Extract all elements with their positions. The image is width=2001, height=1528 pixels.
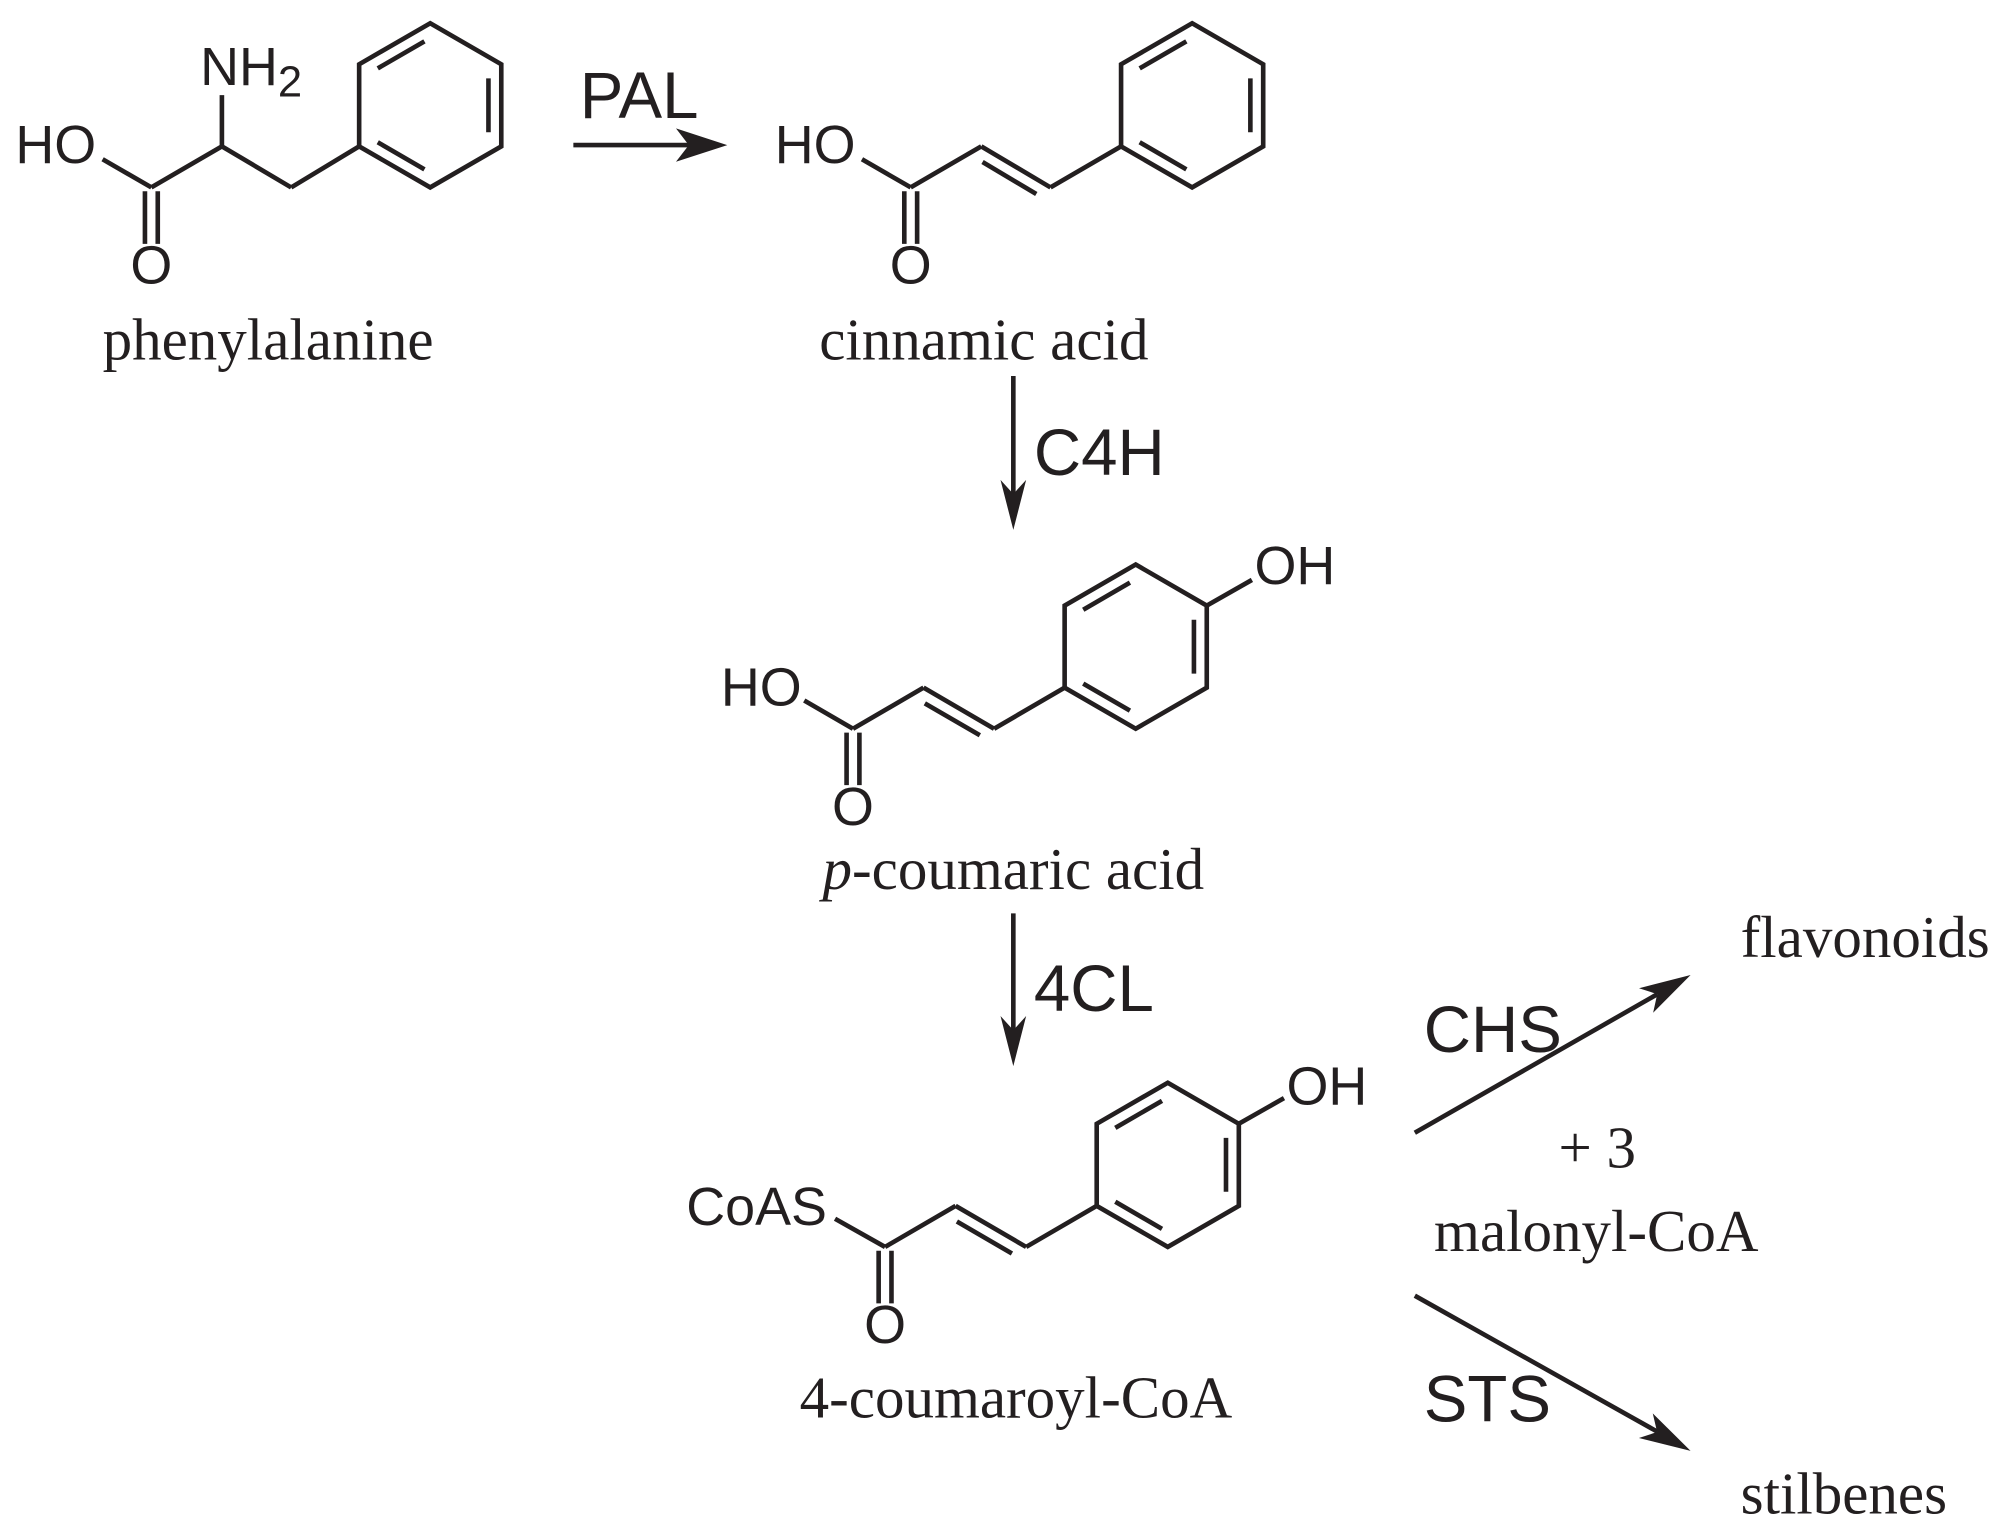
- alkene-double-bond-second: [955, 1219, 1014, 1256]
- reaction-arrow-sts: STS: [1413, 1293, 1691, 1451]
- compound-name-4-coumaroyl-coa: 4-coumaroyl-CoA: [800, 1365, 1233, 1431]
- cosubstrate-amount: + 3: [1558, 1114, 1636, 1180]
- arrowhead-icon: [1638, 1413, 1691, 1451]
- ring-outline: [1062, 561, 1210, 732]
- phenol-label: OH: [1254, 536, 1335, 596]
- enzyme-label-pal: PAL: [580, 59, 699, 132]
- reaction-arrow-chs: CHS: [1413, 975, 1691, 1135]
- hydroxyl-label: HO: [15, 115, 96, 175]
- bond-carboxyl-alpha: [909, 144, 983, 190]
- cosubstrate: + 3 malonyl-CoA: [1434, 1114, 1759, 1263]
- bond-o-c: [101, 157, 153, 190]
- compound-name-cinnamic-acid: cinnamic acid: [819, 306, 1148, 372]
- compound-name-phenylalanine: phenylalanine: [103, 306, 434, 372]
- alkene-double-bond-second: [923, 701, 982, 738]
- arrowhead-icon: [1639, 975, 1691, 1013]
- arrowhead-icon: [1000, 479, 1027, 530]
- bond-methylene-ring: [289, 144, 361, 190]
- thioester-coa-label: CoAS: [686, 1177, 827, 1237]
- bond-alpha-methylene: [220, 144, 293, 190]
- reaction-arrow-c4h: C4H: [1000, 375, 1165, 530]
- 4-coumaroyl-coa-structure: CoAS O OH 4-coumaroyl-CoA: [686, 1057, 1367, 1431]
- ring-inner-double-bond: [376, 140, 426, 172]
- ring-inner-double-bond: [1082, 681, 1132, 713]
- bond-alkene-ring: [1024, 1203, 1098, 1249]
- benzene-ring: [356, 20, 504, 191]
- ring-inner-double-bond: [1114, 1199, 1164, 1231]
- arrowhead-icon: [675, 128, 728, 162]
- amine-label: NH2: [200, 37, 302, 107]
- phenylalanine-structure: NH2 HO O phenylalanine: [15, 20, 504, 372]
- amine-label-nh: NH: [200, 37, 278, 97]
- carbonyl-oxygen-label: O: [130, 236, 172, 296]
- product-stilbenes: stilbenes: [1741, 1461, 1947, 1527]
- enzyme-label-c4h: C4H: [1034, 416, 1165, 489]
- bond-ring-phenol: [1237, 1096, 1286, 1126]
- bond-ring-phenol: [1205, 577, 1254, 608]
- alkene-double-bond-second: [981, 160, 1038, 196]
- ring-outline: [1094, 1080, 1242, 1250]
- compound-name-suffix: -coumaric acid: [852, 836, 1204, 902]
- benzene-ring: [1062, 561, 1210, 732]
- bond-carboxyl-alpha: [150, 144, 224, 190]
- phenol-label: OH: [1287, 1057, 1368, 1117]
- bond-alkene-ring: [992, 685, 1066, 731]
- arrow-shaft: [1413, 992, 1659, 1135]
- ring-outline: [356, 20, 504, 191]
- ring-outline: [1118, 20, 1266, 191]
- arrow-shaft: [1413, 1293, 1659, 1434]
- cosubstrate-name: malonyl-CoA: [1434, 1198, 1759, 1264]
- product-flavonoids: flavonoids: [1741, 904, 1990, 970]
- bond-o-c: [803, 698, 855, 731]
- carbonyl-oxygen-label: O: [864, 1295, 906, 1355]
- carbonyl-oxygen-label: O: [832, 777, 874, 837]
- carbonyl-oxygen-label: O: [890, 236, 932, 296]
- ring-inner-double-bond: [376, 39, 426, 71]
- enzyme-label-4cl: 4CL: [1034, 952, 1154, 1025]
- ring-inner-double-bond: [1138, 39, 1188, 71]
- enzyme-label-sts: STS: [1424, 1362, 1551, 1435]
- arrowhead-icon: [1000, 1016, 1027, 1067]
- alkene-double-bond-main: [980, 144, 1052, 190]
- benzene-ring: [1094, 1080, 1242, 1250]
- reaction-arrow-4cl: 4CL: [1000, 913, 1154, 1067]
- bond-s-c: [833, 1216, 887, 1249]
- bond-alkene-ring: [1049, 144, 1123, 190]
- alkene-double-bond-main: [922, 685, 996, 731]
- bond-carboxyl-alpha: [851, 685, 925, 731]
- benzene-ring: [1118, 20, 1266, 191]
- compound-name-p-coumaric-acid: p-coumaric acid: [818, 836, 1204, 902]
- reaction-arrow-pal: PAL: [573, 59, 728, 162]
- compound-name-prefix: p: [818, 836, 852, 902]
- bond-o-c: [860, 157, 912, 190]
- enzyme-label-chs: CHS: [1424, 993, 1562, 1066]
- alkene-double-bond-main: [954, 1203, 1028, 1249]
- ring-inner-double-bond: [1082, 580, 1132, 612]
- amine-label-subscript: 2: [278, 58, 302, 106]
- hydroxyl-label: HO: [775, 115, 856, 175]
- bond-carbonyl-alpha: [883, 1203, 957, 1249]
- ring-inner-double-bond: [1138, 140, 1188, 172]
- cinnamic-acid-structure: HO O cinnamic acid: [775, 20, 1266, 372]
- p-coumaric-acid-structure: HO O OH p-coumaric acid: [721, 536, 1335, 902]
- ring-inner-double-bond: [1114, 1098, 1164, 1130]
- hydroxyl-label: HO: [721, 658, 802, 718]
